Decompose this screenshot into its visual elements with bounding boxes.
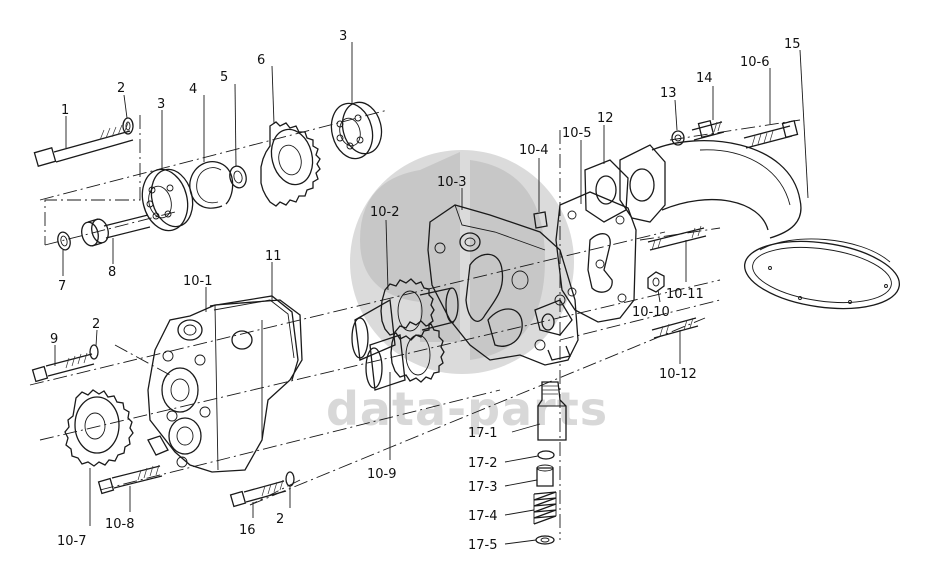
label-10-12: 10-12 — [659, 367, 697, 382]
label-10-8: 10-8 — [105, 517, 135, 532]
valve-body-part-17-1 — [537, 381, 567, 441]
label-16: 16 — [239, 523, 256, 538]
label-13: 13 — [660, 86, 677, 101]
suction-pipe-part-15 — [619, 140, 901, 310]
washer-part-5 — [229, 165, 247, 189]
label-1: 1 — [61, 103, 69, 118]
label-3-right: 3 — [339, 29, 347, 44]
label-10-4: 10-4 — [519, 143, 549, 158]
washer-part-2-bottom — [285, 471, 295, 487]
label-11: 11 — [265, 249, 282, 264]
bolt-part-16 — [229, 479, 287, 508]
label-17-4: 17-4 — [468, 509, 498, 524]
bearing-part-3-left — [141, 168, 194, 232]
label-9: 9 — [50, 332, 58, 347]
label-17-1: 17-1 — [468, 426, 498, 441]
label-7: 7 — [58, 279, 66, 294]
bolt-part-10-8 — [97, 464, 163, 495]
washer-part-2-left — [89, 344, 99, 360]
label-10-10: 10-10 — [632, 305, 670, 320]
label-10-5: 10-5 — [562, 126, 592, 141]
bolt-part-1 — [33, 122, 134, 168]
callout-labels: 1 2 3 4 5 6 3 7 8 9 2 10-1 11 10-2 10-3 … — [50, 29, 801, 553]
driven-gear-part-10-9 — [365, 320, 445, 391]
label-10-7: 10-7 — [57, 534, 87, 549]
label-10-2: 10-2 — [370, 205, 400, 220]
leader-lines — [54, 42, 809, 545]
label-2-left: 2 — [92, 317, 100, 332]
stud-part-14 — [691, 119, 725, 141]
label-10-3: 10-3 — [437, 175, 467, 190]
nut-part-13 — [671, 130, 685, 146]
snap-ring-part-4 — [189, 161, 234, 209]
label-8: 8 — [108, 265, 116, 280]
label-10-6: 10-6 — [740, 55, 770, 70]
label-15: 15 — [784, 37, 801, 52]
gasket-part-11 — [209, 295, 299, 381]
label-17-5: 17-5 — [468, 538, 498, 553]
spring-part-17-4 — [533, 491, 557, 525]
dowel-pin-part-10-4 — [533, 211, 548, 229]
bolt-part-9 — [31, 352, 95, 383]
washer-part-17-2 — [537, 450, 555, 460]
washer-part-17-5 — [535, 535, 555, 545]
label-3-left: 3 — [157, 97, 165, 112]
label-14: 14 — [696, 71, 713, 86]
stud-part-10-12 — [651, 317, 699, 339]
pump-cover-part-10-3 — [427, 204, 579, 366]
label-5: 5 — [220, 70, 228, 85]
washer-part-7 — [57, 231, 71, 251]
pump-body-part-10-1 — [147, 299, 303, 473]
label-6: 6 — [257, 53, 265, 68]
label-10-9: 10-9 — [367, 467, 397, 482]
gear-part-10-7 — [64, 389, 134, 467]
label-17-3: 17-3 — [468, 480, 498, 495]
label-2-top: 2 — [117, 81, 125, 96]
gear-part-6 — [260, 121, 321, 207]
gasket-plate-part-10-5 — [555, 191, 637, 323]
label-4: 4 — [189, 82, 197, 97]
label-2-bottom: 2 — [276, 512, 284, 527]
label-10-11: 10-11 — [666, 287, 704, 302]
shaft-part-8 — [81, 214, 151, 247]
label-12: 12 — [597, 111, 614, 126]
bearing-part-3-right — [330, 101, 383, 160]
washer-part-2-top — [122, 117, 134, 135]
flange-gasket-part-12 — [584, 159, 629, 223]
label-10-1: 10-1 — [183, 274, 213, 289]
label-17-2: 17-2 — [468, 456, 498, 471]
plunger-part-17-3 — [536, 464, 554, 487]
bolt-part-10-6 — [743, 119, 799, 149]
nut-part-10-10 — [647, 271, 665, 293]
drive-gear-part-10-2 — [351, 278, 459, 361]
stud-part-10-11 — [647, 225, 707, 251]
